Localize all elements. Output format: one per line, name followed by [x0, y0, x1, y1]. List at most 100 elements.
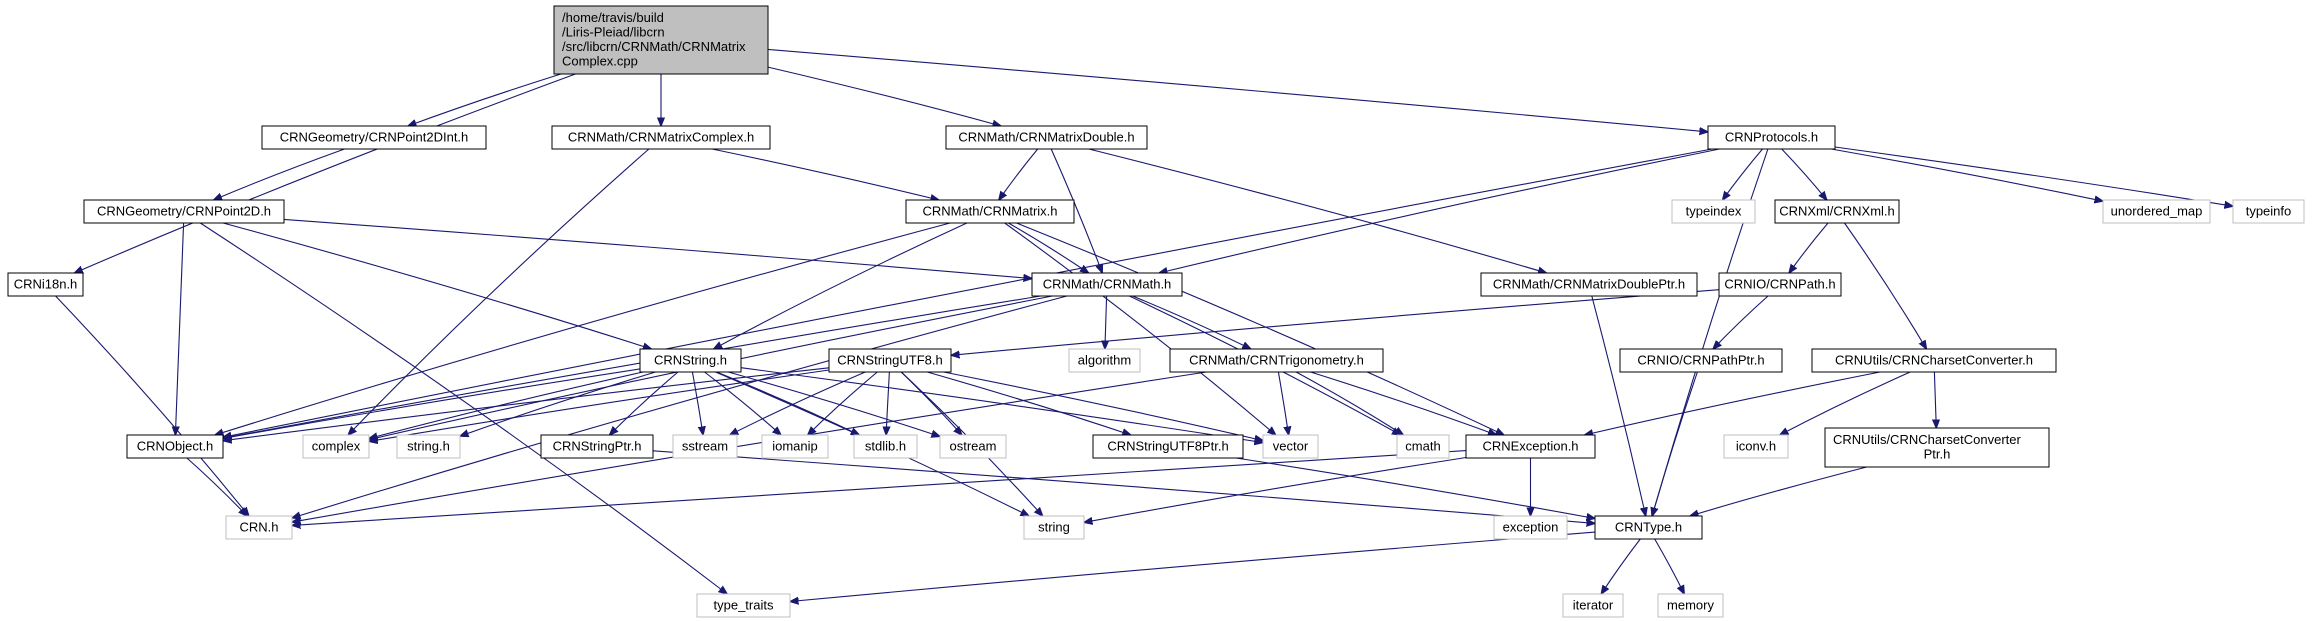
edge-stringptr-to-type_h	[652, 450, 1595, 524]
edge-root-to-matrixdouble	[767, 66, 1001, 126]
node-matrix[interactable]: CRNMath/CRNMatrix.h	[905, 199, 1075, 224]
edge-stringutf8-to-complex	[369, 369, 830, 441]
node-type_h[interactable]: CRNType.h	[1594, 515, 1703, 540]
edge-matrixdoubleptr-to-type_h	[1591, 295, 1646, 516]
dependency-nodes: /home/travis/build/Liris-Pleiad/libcrn/s…	[7, 5, 2305, 618]
node-box-point2dint	[261, 125, 487, 150]
node-string_h: string.h	[396, 434, 461, 459]
node-box-object	[126, 434, 224, 459]
edge-crnxml-to-crnpath	[1789, 222, 1829, 273]
node-label-matrixcomplex: CRNMath/CRNMatrixComplex.h	[568, 129, 754, 144]
node-point2dint[interactable]: CRNGeometry/CRNPoint2DInt.h	[261, 125, 487, 150]
node-iterator: iterator	[1562, 593, 1624, 618]
node-box-trig	[1169, 348, 1384, 373]
node-label-math: CRNMath/CRNMath.h	[1043, 276, 1172, 291]
edge-matrixcomplex-to-matrix	[711, 148, 939, 200]
node-root[interactable]: /home/travis/build/Liris-Pleiad/libcrn/s…	[553, 5, 769, 75]
node-label-charsetconv: CRNUtils/CRNCharsetConverter.h	[1835, 352, 2033, 367]
node-iconv: iconv.h	[1723, 434, 1789, 459]
node-crnxml[interactable]: CRNXml/CRNXml.h	[1774, 199, 1900, 224]
edge-charsetconv-to-iconv	[1780, 371, 1911, 435]
edge-string-to-ostream	[728, 371, 940, 437]
edge-string-to-string_h	[460, 371, 656, 436]
node-box-charsetconv	[1811, 348, 2057, 373]
node-label-typeinfo: typeinfo	[2246, 203, 2292, 218]
node-stringutf8ptr[interactable]: CRNStringUTF8Ptr.h	[1092, 434, 1244, 459]
edge-math-to-crn_h	[292, 295, 1068, 518]
node-charsetconv[interactable]: CRNUtils/CRNCharsetConverter.h	[1811, 348, 2057, 373]
edge-trig-to-cmath	[1295, 371, 1403, 435]
node-typeinfo: typeinfo	[2232, 199, 2305, 224]
node-box-crnpath	[1718, 272, 1842, 297]
edge-math-to-algorithm	[1105, 295, 1107, 349]
node-label-matrixdouble: CRNMath/CRNMatrixDouble.h	[958, 129, 1134, 144]
node-label-stringptr: CRNStringPtr.h	[553, 438, 642, 453]
edge-string-to-sstream	[691, 371, 703, 435]
node-box-string	[639, 348, 742, 373]
node-label-iterator: iterator	[1573, 597, 1614, 612]
node-box-std_string	[1023, 515, 1085, 540]
edge-root-to-protocols	[767, 48, 1708, 131]
node-type_traits: type_traits	[696, 593, 791, 618]
node-string[interactable]: CRNString.h	[639, 348, 742, 373]
edge-matrixcomplex-to-complex	[348, 148, 650, 435]
node-point2d[interactable]: CRNGeometry/CRNPoint2D.h	[83, 199, 285, 224]
node-object[interactable]: CRNObject.h	[126, 434, 224, 459]
node-box-sstream	[672, 434, 738, 459]
edge-charsetconvptr-to-type_h	[1690, 466, 1867, 516]
node-label-root-line-2: /src/libcrn/CRNMath/CRNMatrix	[562, 39, 746, 54]
node-stringptr[interactable]: CRNStringPtr.h	[540, 434, 654, 459]
node-math[interactable]: CRNMath/CRNMath.h	[1031, 272, 1183, 297]
node-label-iconv: iconv.h	[1736, 438, 1776, 453]
node-box-matrix	[905, 199, 1075, 224]
edge-point2d-to-object	[175, 222, 185, 435]
edge-point2d-to-math	[283, 218, 1032, 278]
edge-stringutf8-to-object	[223, 367, 830, 441]
node-label-cmath: cmath	[1405, 438, 1440, 453]
edge-matrixdouble-to-math	[1050, 148, 1102, 273]
node-box-ni18n	[7, 272, 84, 297]
edge-charsetconv-to-charsetconvptr	[1934, 371, 1936, 428]
node-complex: complex	[302, 434, 370, 459]
node-iomanip: iomanip	[761, 434, 829, 459]
node-trig[interactable]: CRNMath/CRNTrigonometry.h	[1169, 348, 1384, 373]
node-ni18n[interactable]: CRNi18n.h	[7, 272, 84, 297]
node-box-matrixdoubleptr	[1480, 272, 1698, 297]
edge-stringutf8-to-vector	[943, 371, 1263, 441]
node-pathptr[interactable]: CRNIO/CRNPathPtr.h	[1619, 348, 1783, 373]
node-label-vector: vector	[1273, 438, 1309, 453]
edge-point2dint-to-point2d	[214, 148, 345, 200]
node-stringutf8[interactable]: CRNStringUTF8.h	[828, 348, 952, 373]
node-box-matrixdouble	[945, 125, 1148, 150]
node-crnpath[interactable]: CRNIO/CRNPath.h	[1718, 272, 1842, 297]
edge-protocols-to-crnxml	[1781, 148, 1827, 200]
edge-exception_h-to-std_string	[1084, 456, 1467, 523]
dependency-edges	[55, 48, 2233, 601]
node-label-type_traits: type_traits	[714, 597, 774, 612]
node-box-iconv	[1723, 434, 1789, 459]
edge-matrixdouble-to-matrixdoubleptr	[1088, 148, 1547, 273]
node-matrixdoubleptr[interactable]: CRNMath/CRNMatrixDoublePtr.h	[1480, 272, 1698, 297]
node-box-memory	[1657, 593, 1724, 618]
edge-string-to-complex	[369, 371, 644, 439]
edge-string-to-iomanip	[704, 371, 782, 435]
node-label-algorithm: algorithm	[1078, 352, 1131, 367]
node-box-typeindex	[1671, 199, 1756, 224]
node-matrixcomplex[interactable]: CRNMath/CRNMatrixComplex.h	[551, 125, 771, 150]
node-label-exception: exception	[1503, 519, 1559, 534]
node-label-root-line-0: /home/travis/build	[562, 10, 664, 25]
node-box-type_traits	[696, 593, 791, 618]
node-vector: vector	[1262, 434, 1319, 459]
edge-string-to-stringptr	[610, 371, 679, 435]
node-box-stringutf8ptr	[1092, 434, 1244, 459]
node-label-string_h: string.h	[407, 438, 450, 453]
node-protocols[interactable]: CRNProtocols.h	[1707, 125, 1836, 150]
node-label-ostream: ostream	[950, 438, 997, 453]
node-label-std_string: string	[1038, 519, 1070, 534]
node-matrixdouble[interactable]: CRNMath/CRNMatrixDouble.h	[945, 125, 1148, 150]
edge-matrixdouble-to-matrix	[999, 148, 1039, 200]
node-exception_h[interactable]: CRNException.h	[1465, 434, 1596, 459]
node-box-crnxml	[1774, 199, 1900, 224]
